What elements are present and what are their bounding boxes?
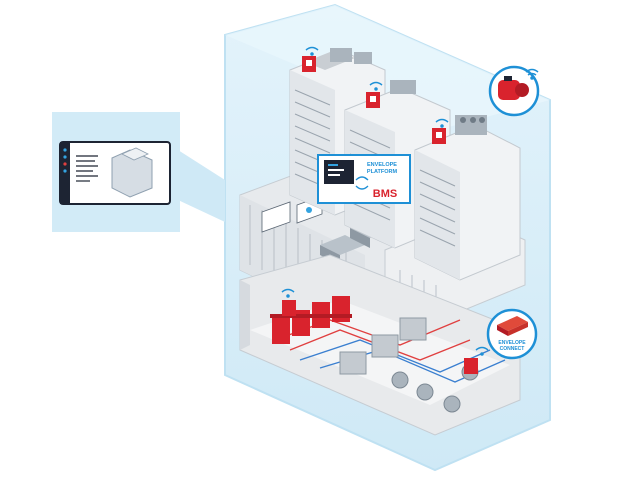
wifi-icon	[281, 46, 489, 356]
chiller-icon	[339, 317, 427, 375]
dashboard-panel	[52, 112, 180, 232]
bms-label: BMS	[373, 188, 397, 200]
monitor-icon	[76, 155, 98, 182]
envelope-platform-label-line1: ENVELOPE	[367, 162, 397, 168]
pump-callout	[488, 65, 540, 117]
envelope-platform-label-line2: PLATFORM	[367, 169, 398, 175]
envelope-connect-callout: ENVELOPE CONNECT	[486, 308, 538, 360]
control-panel-icon	[464, 358, 478, 374]
tower-right	[414, 115, 521, 281]
control-panel-icon	[282, 300, 296, 316]
envelope-platform-bms-callout: ENVELOPE PLATFORM BMS	[317, 154, 411, 204]
wifi-icon	[525, 68, 539, 80]
envelope-connect-label-line1: ENVELOPE	[498, 340, 526, 346]
sync-arrows-icon	[355, 176, 369, 190]
dashboard-connector	[178, 150, 225, 222]
pump-icon	[270, 296, 352, 344]
envelope-connect-device-icon	[497, 316, 528, 336]
plant-room	[239, 46, 521, 436]
envelope-connect-label-line2: CONNECT	[500, 346, 525, 352]
chiller-icon	[455, 115, 487, 135]
pump-icon	[498, 76, 529, 100]
